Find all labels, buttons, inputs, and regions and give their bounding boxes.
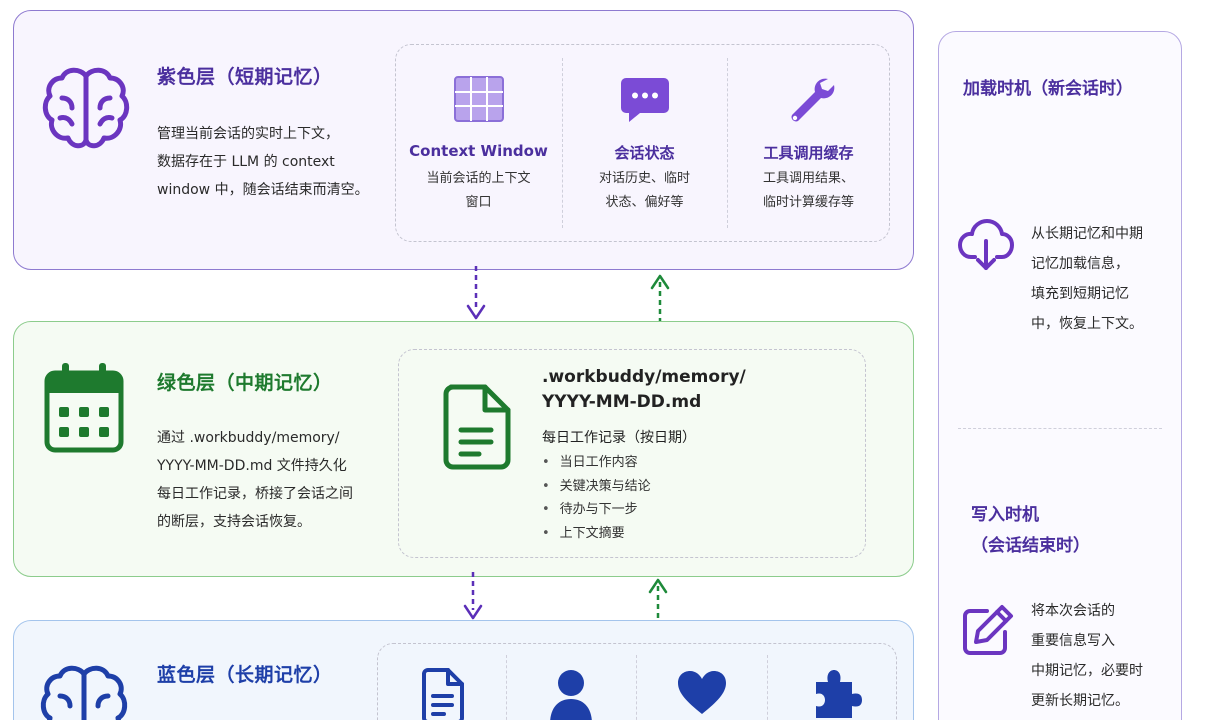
grid-icon	[454, 76, 504, 122]
load-timing-text: 从长期记忆和中期 记忆加载信息， 填充到短期记忆 中，恢复上下文。	[1031, 226, 1143, 332]
document-icon	[422, 668, 464, 720]
puzzle-icon	[812, 668, 862, 720]
memory-file-contents: 当日工作内容 关键决策与结论 待办与下一步 上下文摘要	[542, 451, 651, 545]
chat-bubble-icon	[620, 76, 670, 124]
heart-icon	[677, 670, 727, 716]
short-term-description: 管理当前会话的实时上下文， 数据存在于 LLM 的 context window…	[157, 126, 369, 198]
list-item: 待办与下一步	[542, 498, 651, 522]
memory-file-subtitle: 每日工作记录（按日期）	[542, 430, 696, 446]
edit-icon	[962, 604, 1014, 656]
section-divider	[958, 428, 1162, 429]
calendar-icon	[44, 361, 124, 453]
down-arrow-short-to-mid	[466, 266, 486, 320]
short-term-memory-panel	[13, 10, 914, 270]
mid-term-file-box	[398, 349, 866, 558]
tool-cache-title: 工具调用缓存	[763, 144, 854, 162]
brain-icon	[40, 62, 132, 154]
session-state-title: 会话状态	[614, 144, 675, 162]
mid-term-description: 通过 .workbuddy/memory/ YYYY-MM-DD.md 文件持久…	[157, 430, 353, 530]
list-item: 上下文摘要	[542, 522, 651, 546]
short-term-components-box	[395, 44, 890, 242]
memory-file-path: .workbuddy/memory/ YYYY-MM-DD.md	[542, 367, 746, 412]
down-arrow-mid-to-long	[463, 572, 483, 620]
write-timing-title: 写入时机 （会话结束时）	[971, 505, 1090, 556]
timing-panel	[938, 31, 1182, 720]
list-item: 当日工作内容	[542, 451, 651, 475]
tool-cache-desc: 工具调用结果、 临时计算缓存等	[762, 171, 854, 210]
list-item: 关键决策与结论	[542, 475, 651, 499]
write-timing-text: 将本次会话的 重要信息写入 中期记忆，必要时 更新长期记忆。	[1031, 603, 1143, 709]
mid-term-memory-panel	[13, 321, 914, 577]
mid-term-title: 绿色层（中期记忆）	[157, 372, 333, 394]
short-term-title: 紫色层（短期记忆）	[157, 66, 333, 88]
context-window-desc: 当前会话的上下文 窗口	[426, 171, 531, 210]
up-arrow-long-to-mid	[648, 578, 668, 626]
session-state-desc: 对话历史、临时 状态、偏好等	[598, 171, 690, 210]
user-icon	[548, 668, 594, 720]
brain-icon	[38, 660, 130, 720]
context-window-title: Context Window	[409, 142, 548, 160]
wrench-icon	[784, 74, 836, 126]
long-term-components-box	[377, 643, 897, 720]
document-icon	[443, 384, 511, 470]
long-term-title: 蓝色层（长期记忆）	[157, 664, 333, 686]
cloud-download-icon	[958, 219, 1014, 271]
up-arrow-mid-to-short	[650, 274, 670, 328]
load-timing-title: 加载时机（新会话时）	[963, 79, 1133, 99]
